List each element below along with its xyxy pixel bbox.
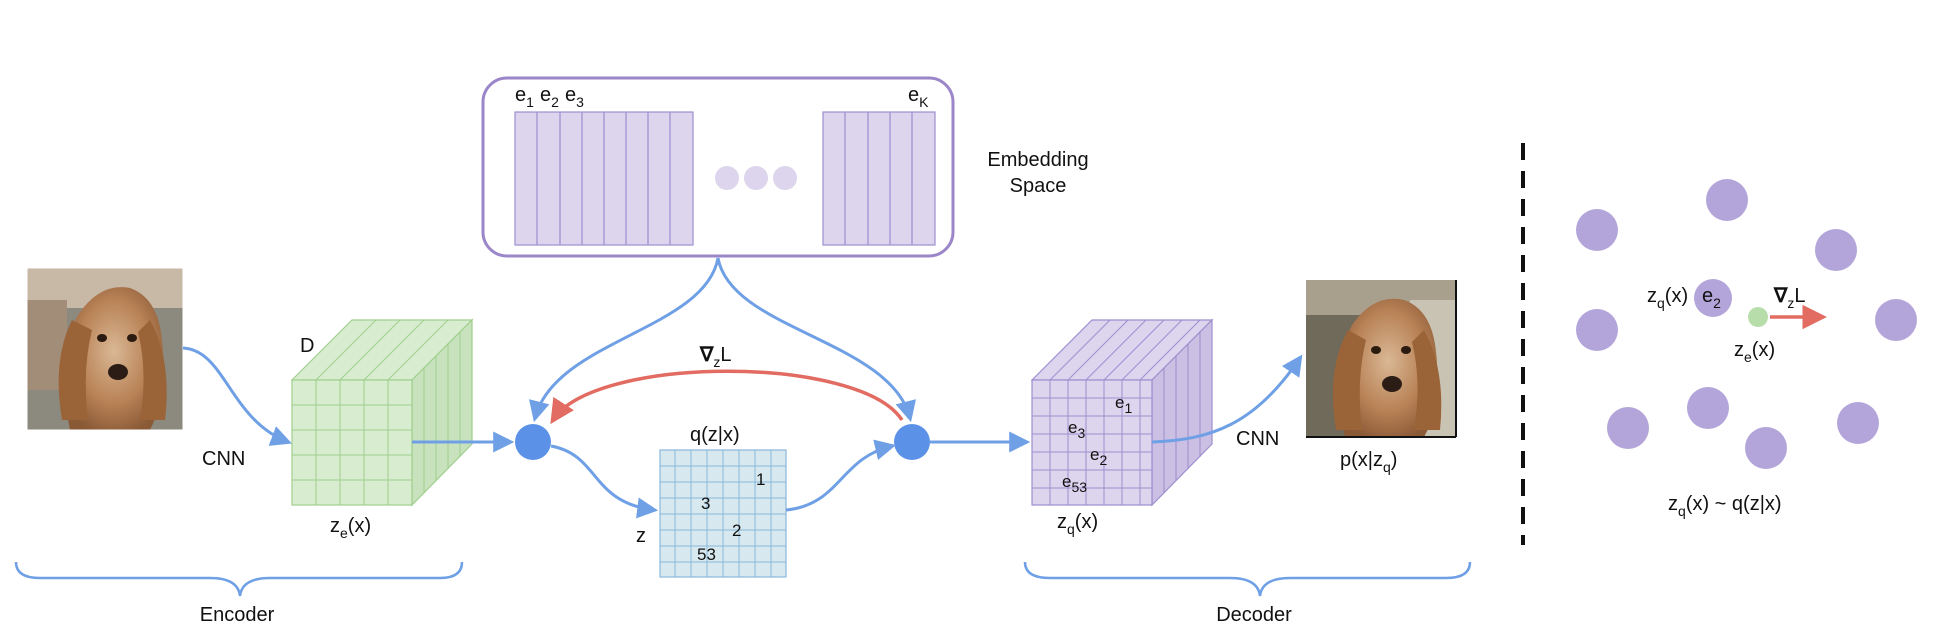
- right-label-zq: zq(x): [1647, 285, 1688, 311]
- decoder-e1: e1: [1115, 393, 1132, 416]
- label-qzx: q(z|x): [690, 424, 740, 446]
- label-grad: ∇zL: [699, 344, 732, 370]
- label-cnn-right: CNN: [1236, 428, 1279, 450]
- embedding-space-title: Embedding: [987, 149, 1088, 171]
- embedding-block-left: [514, 111, 694, 246]
- right-label-ze: ze(x): [1734, 339, 1775, 365]
- decoder-label: Decoder: [1216, 604, 1292, 626]
- label-zq: zq(x): [1057, 511, 1098, 537]
- label-e3: e3: [565, 84, 584, 110]
- embedding-space: e1 e2 e3 eK: [481, 76, 955, 258]
- encoder-output-point: [1748, 307, 1768, 327]
- decoder-e2: e2: [1090, 445, 1107, 468]
- latent-value-1: 1: [756, 470, 765, 489]
- label-e1: e1: [515, 84, 534, 110]
- embedding-block-right: [822, 111, 936, 246]
- latent-value-53: 53: [697, 545, 716, 564]
- quantize-node-left: [515, 424, 551, 460]
- arrow-embedding-to-right-node: [716, 257, 916, 423]
- input-image: [26, 267, 184, 431]
- decoder-e53: e53: [1062, 472, 1087, 495]
- decoder-cube: e1 e3 e2 e53: [1030, 318, 1214, 507]
- arrow-image-to-encoder: [182, 346, 292, 446]
- output-image: [1306, 280, 1457, 438]
- label-e2: e2: [540, 84, 559, 110]
- label-eK: eK: [908, 84, 929, 110]
- label-z: z: [636, 525, 646, 547]
- decoder-e3: e3: [1068, 418, 1085, 441]
- right-label-e2: e2: [1702, 285, 1721, 311]
- embedding-points: [1576, 179, 1917, 469]
- gradient-arrow: [550, 369, 904, 425]
- embedding-space-subtitle: Space: [1010, 175, 1067, 197]
- label-cnn-left: CNN: [202, 448, 245, 470]
- quantize-node-right: [894, 424, 930, 460]
- encoder-brace: [14, 561, 464, 597]
- right-label-grad: ∇zL: [1773, 285, 1806, 311]
- label-ze: ze(x): [330, 515, 371, 541]
- latent-value-3: 3: [701, 494, 710, 513]
- ellipsis-dots: [715, 166, 797, 190]
- arrow-decoder-to-image: [1151, 354, 1303, 444]
- right-label-bottom: zq(x) ~ q(z|x): [1668, 493, 1782, 519]
- decoder-brace: [1023, 561, 1472, 597]
- encoder-label: Encoder: [200, 604, 275, 626]
- arrow-node-to-latent: [550, 444, 659, 519]
- latent-value-2: 2: [732, 521, 741, 540]
- arrow-latent-to-node: [785, 439, 897, 512]
- label-d: D: [300, 335, 314, 357]
- flow-arrows: [182, 257, 1303, 519]
- label-pxzq: p(x|zq): [1340, 449, 1397, 475]
- arrow-embedding-to-left-node: [529, 257, 720, 423]
- latent-grid: 1 3 2 53: [659, 449, 787, 578]
- encoder-cube: [290, 318, 474, 507]
